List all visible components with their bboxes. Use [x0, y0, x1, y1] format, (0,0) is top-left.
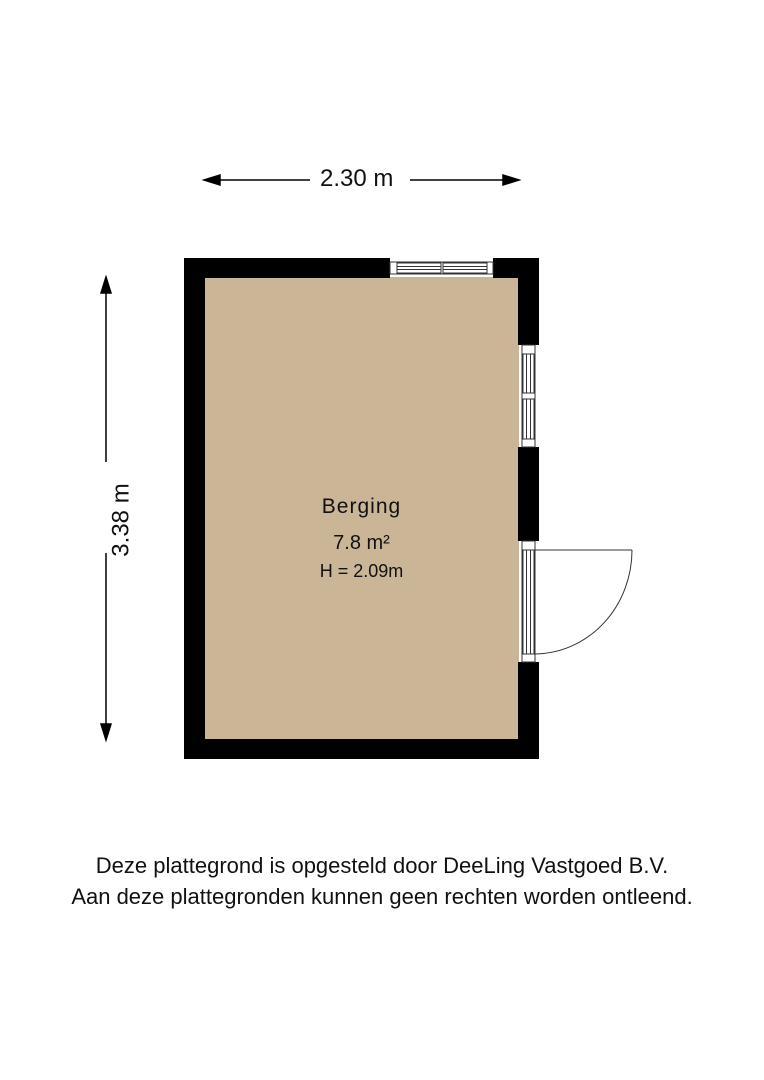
width-dimension-label: 2.30 m [314, 167, 400, 191]
height-dimension-arrow [99, 274, 113, 743]
door [521, 540, 633, 663]
room-area: 7.8 m² [333, 532, 390, 554]
disclaimer-line-2: Aan deze plattegronden kunnen geen recht… [71, 884, 693, 909]
room-height: H = 2.09m [319, 561, 404, 581]
width-dimension-arrow [201, 173, 522, 187]
walls [184, 258, 539, 759]
height-dimension-label: 3.38 m [108, 477, 135, 563]
room-name: Berging [321, 495, 402, 518]
disclaimer-line-1: Deze plattegrond is opgesteld door DeeLi… [95, 853, 669, 878]
window-top [389, 261, 494, 275]
window-right [521, 344, 536, 448]
room-floor [204, 277, 519, 740]
